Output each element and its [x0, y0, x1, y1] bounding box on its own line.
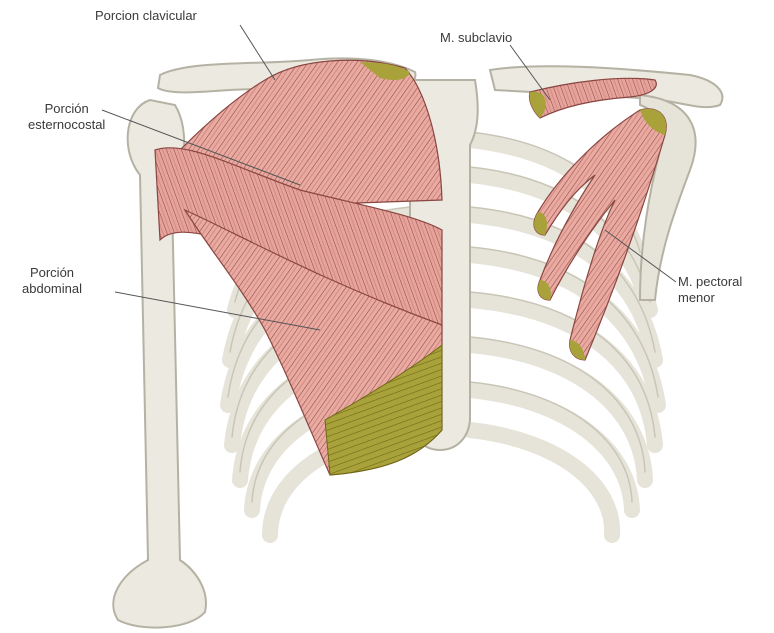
label-porcion-esternocostal-line1: Porción — [28, 101, 105, 117]
label-m-pectoral-menor-line2: menor — [678, 290, 742, 306]
label-m-pectoral-menor: M. pectoral menor — [678, 274, 742, 306]
label-m-subclavio-text: M. subclavio — [440, 30, 512, 46]
label-porcion-abdominal-line1: Porción — [22, 265, 82, 281]
label-porcion-clavicular: Porcion clavicular — [95, 8, 197, 24]
label-porcion-esternocostal-line2: esternocostal — [28, 117, 105, 133]
label-m-subclavio: M. subclavio — [440, 30, 512, 46]
label-porcion-esternocostal: Porción esternocostal — [28, 101, 105, 133]
pectoralis-major-muscle — [155, 60, 442, 475]
label-m-pectoral-menor-line1: M. pectoral — [678, 274, 742, 290]
label-porcion-abdominal: Porción abdominal — [22, 265, 82, 297]
label-porcion-clavicular-text: Porcion clavicular — [95, 8, 197, 24]
label-porcion-abdominal-line2: abdominal — [22, 281, 82, 297]
